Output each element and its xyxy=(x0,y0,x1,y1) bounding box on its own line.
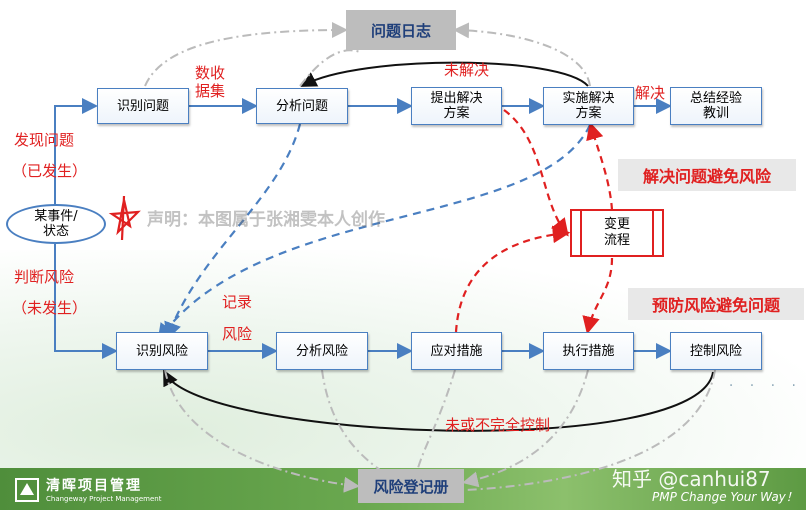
dd-control-to-reg xyxy=(465,369,716,491)
node-label: 识别问题 xyxy=(116,98,169,114)
dash-propose-to-change xyxy=(503,109,569,237)
node-response-measures: 应对措施 xyxy=(411,332,502,370)
trunk-down xyxy=(54,244,118,359)
node-lessons-learned: 总结经验 教训 xyxy=(670,87,762,125)
node-label-line1: 实施解决 xyxy=(562,91,615,106)
node-identify-problem: 识别问题 xyxy=(97,88,189,124)
node-label-line2: 教训 xyxy=(702,106,729,121)
risk-register-box: 风险登记册 xyxy=(358,469,464,503)
label-happened: （已发生） xyxy=(12,162,88,180)
node-identify-risk: 识别风险 xyxy=(116,332,208,370)
node-label: 识别风险 xyxy=(135,343,188,359)
event-line1: 某事件/ xyxy=(34,209,78,224)
label-risk: 风险 xyxy=(222,325,253,343)
node-label: 分析问题 xyxy=(275,98,328,114)
decorative-dots: · · · · xyxy=(728,378,802,394)
dd-execute-to-reg xyxy=(462,369,589,488)
event-line2: 状态 xyxy=(42,224,69,239)
logo-en: Changeway Project Management xyxy=(46,495,162,503)
change-process-box: 变更 流程 xyxy=(570,209,664,257)
dd-implement-to-log xyxy=(453,22,591,87)
uncontrolled-loop xyxy=(163,369,714,432)
dash-change-to-execute xyxy=(582,257,614,335)
banner-prevent-risk: 预防风险避免问题 xyxy=(628,288,804,320)
change-line1: 变更 xyxy=(603,217,630,232)
unresolved-loop xyxy=(300,61,589,87)
label-unresolved: 未解决 xyxy=(444,61,490,79)
problem-log-box: 问题日志 xyxy=(346,10,456,50)
node-control-risk: 控制风险 xyxy=(670,332,762,370)
slogan-text: PMP Change Your Way！ xyxy=(652,490,798,504)
dash-implement-to-risk xyxy=(157,124,591,342)
dash-change-to-implement xyxy=(586,121,614,211)
node-label-line1: 总结经验 xyxy=(689,91,742,106)
node-label: 控制风险 xyxy=(689,343,742,359)
banner-solve-problem: 解决问题避免风险 xyxy=(618,159,796,191)
node-analyze-risk: 分析风险 xyxy=(276,332,368,370)
dash-analyze-to-risk xyxy=(164,123,302,341)
node-label-line2: 方案 xyxy=(443,106,470,121)
zhihu-watermark: 知乎 @canhui87 xyxy=(612,467,771,491)
dd-identify-to-log xyxy=(144,22,348,87)
label-not-happened: （未发生） xyxy=(12,299,88,317)
logo-icon xyxy=(15,478,39,502)
change-bar-right xyxy=(652,211,654,255)
node-execute-measures: 执行措施 xyxy=(543,332,634,370)
watermark-text: 声明：本图属于张湘雯本人创作 xyxy=(147,210,385,230)
label-resolved: 解决 xyxy=(635,84,666,102)
change-bar-left xyxy=(580,211,582,255)
label-found-problem: 发现问题 xyxy=(14,131,75,149)
label-judge-risk: 判断风险 xyxy=(14,268,75,286)
logo-cn: 清晖项目管理 xyxy=(46,478,142,494)
dd-identify-to-reg xyxy=(164,369,360,493)
node-label: 分析风险 xyxy=(295,343,348,359)
trunk-up xyxy=(54,98,98,206)
node-label: 执行措施 xyxy=(562,343,615,359)
dd-response-to-reg xyxy=(417,369,456,469)
risk-register-label: 风险登记册 xyxy=(373,477,449,496)
node-label: 应对措施 xyxy=(430,343,483,359)
label-collect-data: 数收据集 xyxy=(195,64,226,100)
dash-response-to-change xyxy=(454,225,571,333)
node-propose-solution: 提出解决 方案 xyxy=(411,87,502,125)
label-record: 记录 xyxy=(222,293,253,311)
change-line2: 流程 xyxy=(603,233,630,248)
event-ellipse: 某事件/ 状态 xyxy=(6,204,106,244)
node-label-line2: 方案 xyxy=(575,106,602,121)
label-uncontrolled: 未或不完全控制 xyxy=(445,416,551,434)
problem-log-label: 问题日志 xyxy=(370,21,431,40)
node-label-line1: 提出解决 xyxy=(430,91,483,106)
node-analyze-problem: 分析问题 xyxy=(256,88,348,124)
star-doodle-icon xyxy=(108,195,141,241)
dd-analyze-to-reg xyxy=(321,369,381,471)
dd-analyze-to-log xyxy=(299,49,361,87)
node-implement-solution: 实施解决 方案 xyxy=(543,87,634,125)
